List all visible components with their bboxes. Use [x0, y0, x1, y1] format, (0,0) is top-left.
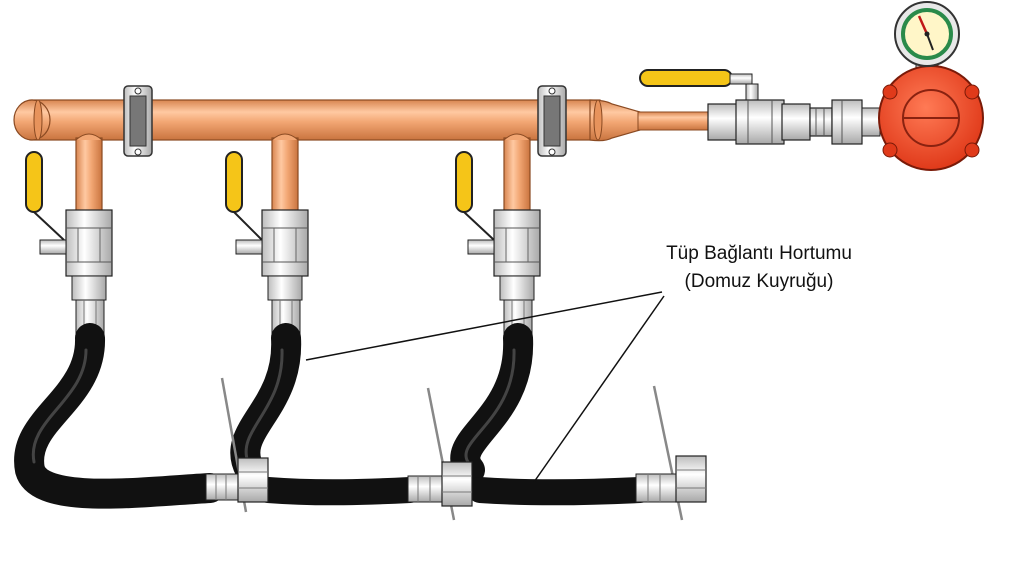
main-manifold-pipe [13, 99, 713, 142]
main-valve-icon [639, 69, 863, 145]
pipe-clamp-icon [123, 85, 153, 157]
branch-valve-icon [455, 151, 541, 341]
callout-label-subtitle: (Domuz Kuyruğu) [684, 271, 834, 292]
hose-fitting-1 [205, 377, 269, 513]
callout-label-title: Tüp Bağlantı Hortumu [666, 243, 852, 264]
hose-fitting-2 [407, 387, 473, 521]
hose-fitting-3 [635, 385, 707, 521]
pressure-gauge-icon [894, 1, 960, 67]
hose-icon [14, 323, 653, 509]
branch-1 [25, 133, 113, 341]
regulator-icon [861, 55, 984, 171]
pipe-clamp-icon [537, 85, 567, 157]
branch-3 [455, 133, 541, 341]
callout-lines [305, 291, 665, 483]
branch-2 [225, 133, 309, 341]
